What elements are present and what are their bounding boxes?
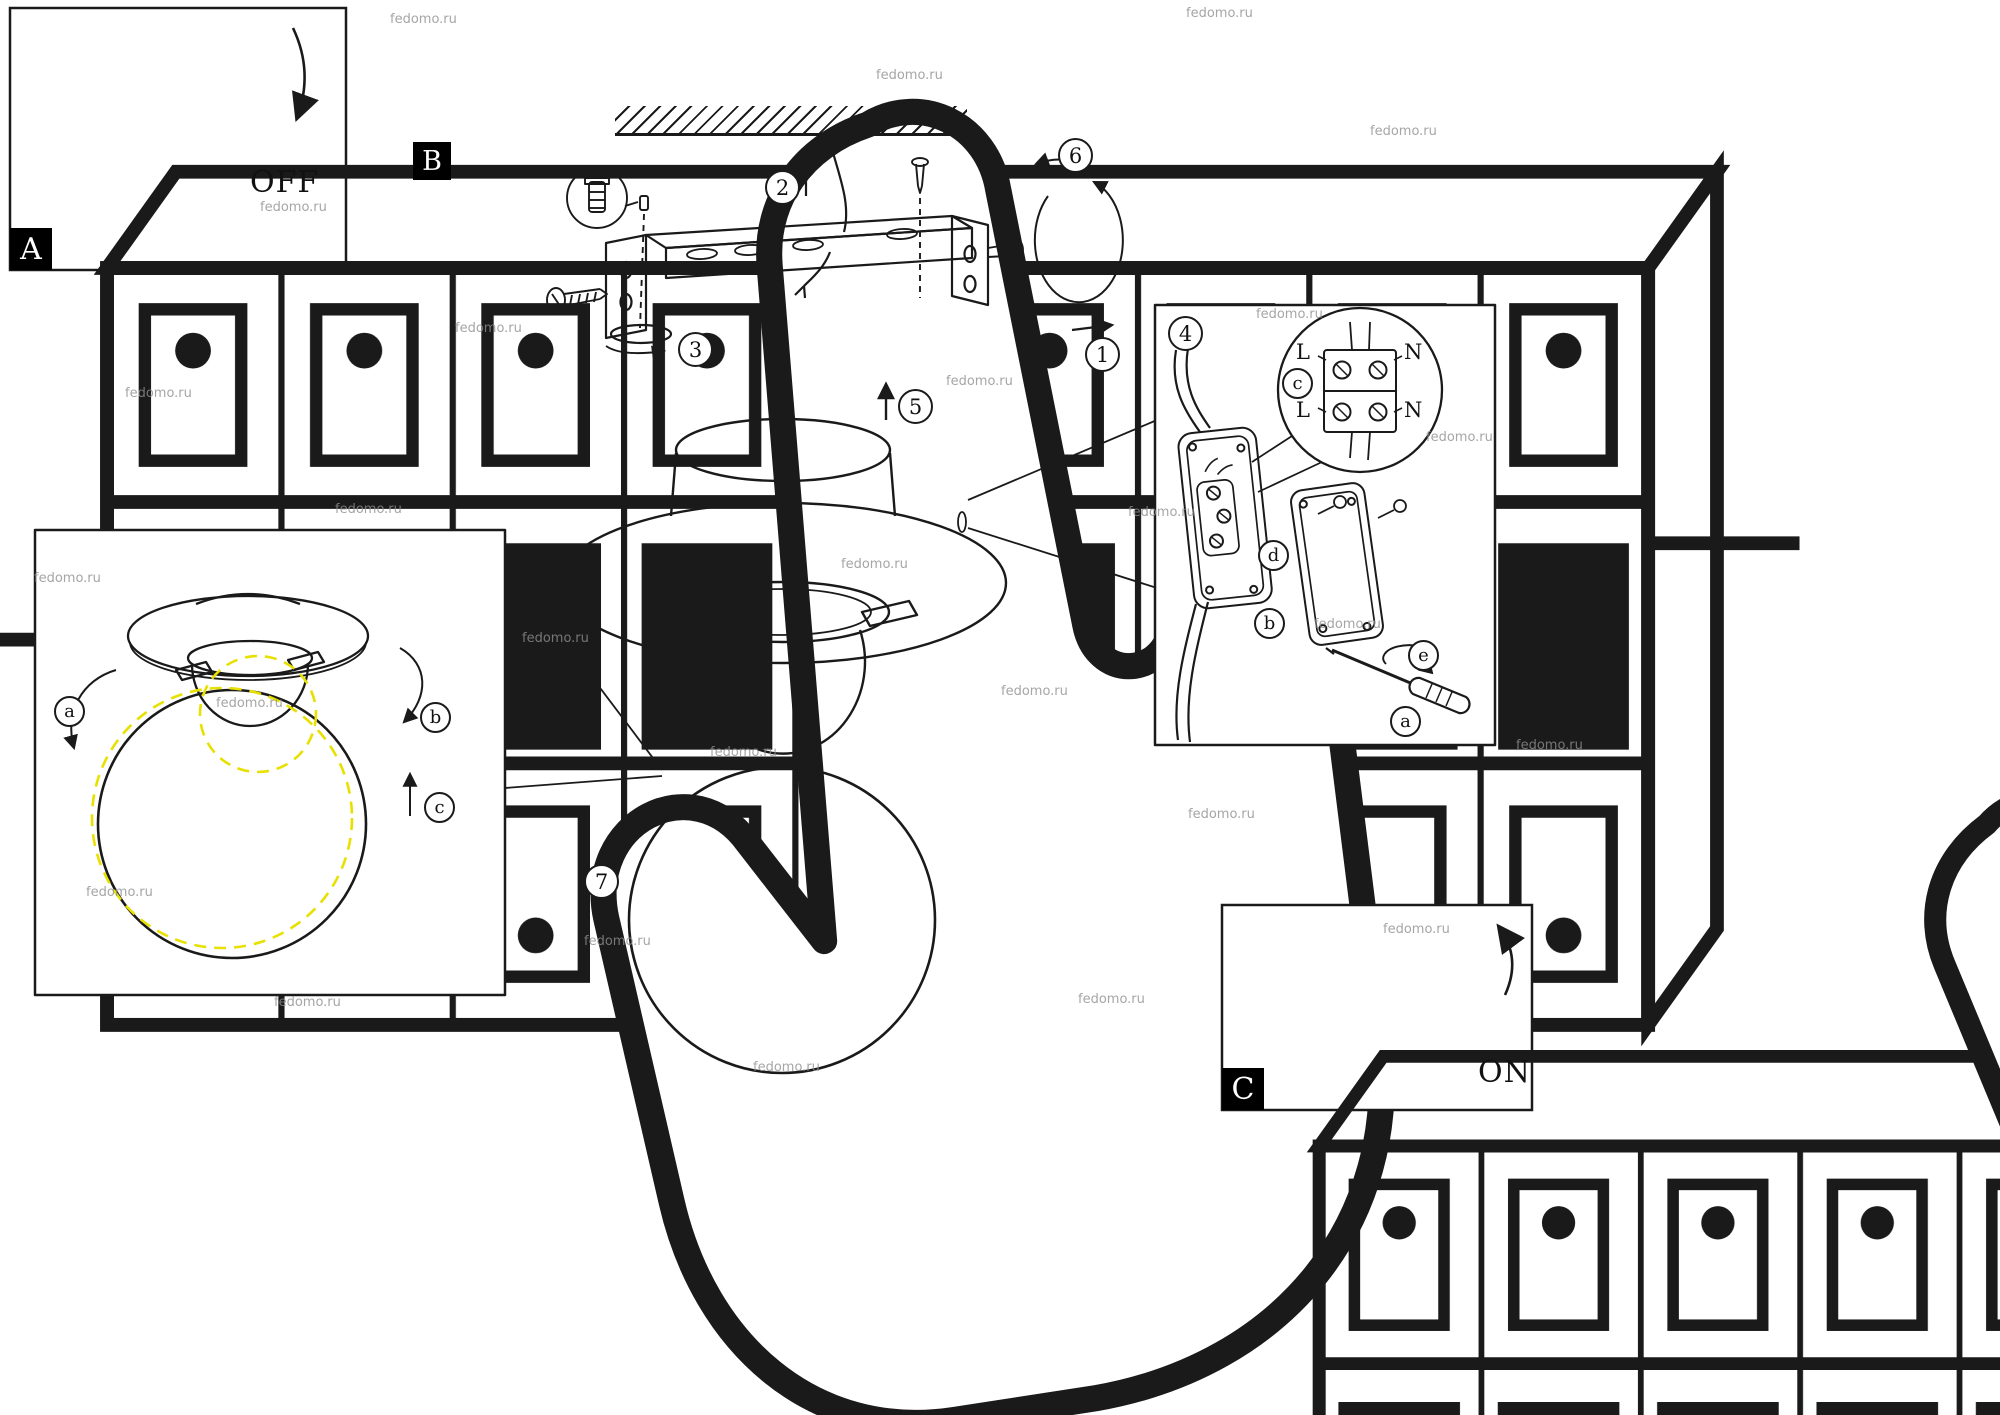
step-2: 2 — [765, 170, 800, 205]
wall-plug-detail — [566, 167, 649, 329]
turn-off-arrow — [291, 27, 319, 123]
watermark: fedomo.ru — [86, 885, 153, 900]
junction-box-lid — [1290, 482, 1384, 646]
glass-globe-outline — [96, 688, 368, 960]
wiring-letter-a: a — [1390, 706, 1421, 737]
watermark: fedomo.ru — [390, 12, 457, 27]
callout-letter-b: b — [420, 702, 451, 733]
arrow-b — [399, 647, 424, 724]
step1-arrow — [1071, 318, 1115, 335]
rotate-arrow-6 — [1033, 180, 1124, 304]
ceiling-screw — [911, 157, 929, 298]
panel-c-breaker-on — [1177, 678, 2000, 1415]
watermark: fedomo.ru — [1078, 992, 1145, 1007]
lamp-dome — [699, 629, 867, 755]
wiring-detail-box — [1153, 303, 1497, 747]
panel-a-breaker-off — [0, 6, 1801, 1415]
step-1: 1 — [1085, 337, 1120, 372]
supply-wire — [1173, 349, 1201, 433]
watermark: fedomo.ru — [876, 68, 943, 83]
watermark: fedomo.ru — [216, 696, 283, 711]
watermark: fedomo.ru — [455, 321, 522, 336]
mounting-bracket — [546, 132, 1124, 360]
watermark: fedomo.ru — [34, 571, 101, 586]
watermark: fedomo.ru — [1256, 307, 1323, 322]
watermark: fedomo.ru — [753, 1060, 820, 1075]
watermark: fedomo.ru — [1314, 617, 1381, 632]
lid-screws — [1317, 495, 1407, 519]
step-7: 7 — [584, 864, 619, 899]
glass-globe-dashed — [90, 686, 354, 950]
wiring-letter-b: b — [1254, 608, 1285, 639]
watermark: fedomo.ru — [1426, 430, 1493, 445]
globe-mount-callout — [33, 528, 663, 997]
wiring-letter-d: d — [1258, 540, 1289, 571]
screwdriver — [1325, 644, 1471, 715]
canopy-assembly — [558, 381, 1158, 755]
terminal-live-top: L — [1296, 340, 1310, 364]
step-3: 3 — [678, 332, 713, 367]
watermark: fedomo.ru — [335, 502, 402, 517]
ceiling-hatch — [615, 106, 967, 136]
watermark: fedomo.ru — [841, 557, 908, 572]
wiring-letter-c: c — [1282, 368, 1313, 399]
watermark: fedomo.ru — [1188, 807, 1255, 822]
turn-on-arrow — [1496, 923, 1525, 996]
panel-a-label: A — [10, 228, 52, 270]
panel-b-label: B — [413, 142, 451, 180]
callout-letter-a: a — [54, 696, 85, 727]
watermark: fedomo.ru — [274, 995, 341, 1010]
watermark: fedomo.ru — [1516, 738, 1583, 753]
step-6: 6 — [1058, 138, 1093, 173]
side-hole — [957, 511, 967, 533]
watermark: fedomo.ru — [1128, 505, 1195, 520]
panel-c-label: C — [1222, 1068, 1264, 1110]
watermark: fedomo.ru — [125, 386, 192, 401]
wiring-letter-e: e — [1408, 640, 1439, 671]
step-4: 4 — [1168, 316, 1203, 351]
watermark: fedomo.ru — [1001, 684, 1068, 699]
terminal-neutral-top: N — [1404, 340, 1423, 364]
watermark: fedomo.ru — [1186, 6, 1253, 21]
step-5: 5 — [898, 389, 933, 424]
watermark: fedomo.ru — [522, 631, 589, 646]
terminal-live-bottom: L — [1296, 398, 1310, 422]
watermark: fedomo.ru — [1370, 124, 1437, 139]
tighten-arrow — [605, 345, 667, 360]
left-screw — [546, 287, 608, 313]
on-label: ON — [1478, 1055, 1531, 1090]
off-label: OFF — [250, 165, 320, 200]
left-tab — [646, 627, 705, 656]
watermark: fedomo.ru — [710, 745, 777, 760]
watermark: fedomo.ru — [584, 934, 651, 949]
watermark: fedomo.ru — [946, 374, 1013, 389]
right-screw — [987, 237, 1024, 263]
terminal-neutral-bottom: N — [1404, 398, 1423, 422]
terminal-block-detail — [1276, 306, 1444, 474]
junction-box — [1177, 426, 1273, 610]
callout-letter-c: c — [424, 792, 455, 823]
watermark: fedomo.ru — [1383, 922, 1450, 937]
watermark: fedomo.ru — [260, 200, 327, 215]
globe-neck-dashed — [198, 654, 318, 774]
right-tab — [860, 599, 919, 628]
